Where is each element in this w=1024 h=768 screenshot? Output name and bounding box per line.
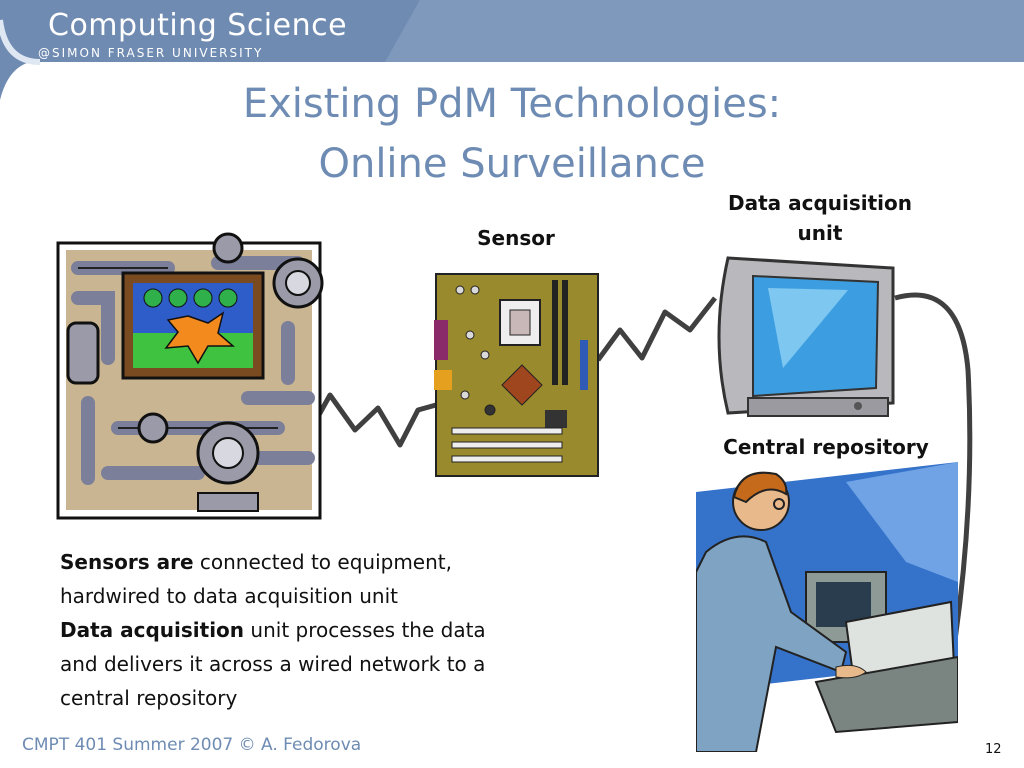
label-data-acquisition: Data acquisition unit [700,188,940,248]
header-wave-decoration [0,0,420,100]
body-paragraph-1: Sensors are connected to equipment, hard… [60,545,500,613]
machinery-clipart [56,232,324,520]
body-text: Sensors are connected to equipment, hard… [60,545,500,715]
circuit-board-clipart [434,273,599,477]
body-p2-rest: unit processes the data and delivers it … [60,618,486,710]
brand-subtitle: @SIMON FRASER UNIVERSITY [38,46,264,60]
body-p1-bold: Sensors are [60,550,194,574]
body-paragraph-2: Data acquisition unit processes the data… [60,613,500,715]
body-p2-bold: Data acquisition [60,618,245,642]
page-number: 12 [985,742,1002,757]
label-central-repository: Central repository [723,435,929,459]
body-p1-rest: connected to equipment, hardwired to dat… [60,550,452,608]
footer-text: CMPT 401 Summer 2007 © A. Fedorova [22,735,362,755]
slide-title-line2: Online Surveillance [318,141,706,187]
label-data-acquisition-line2: unit [797,221,843,245]
person-at-computer-clipart [696,462,958,752]
label-sensor: Sensor [477,226,555,250]
slide-title-line1: Existing PdM Technologies: [242,81,782,127]
crt-monitor-clipart [717,256,895,417]
label-data-acquisition-line1: Data acquisition [727,191,913,215]
brand-title: Computing Science [48,8,348,43]
